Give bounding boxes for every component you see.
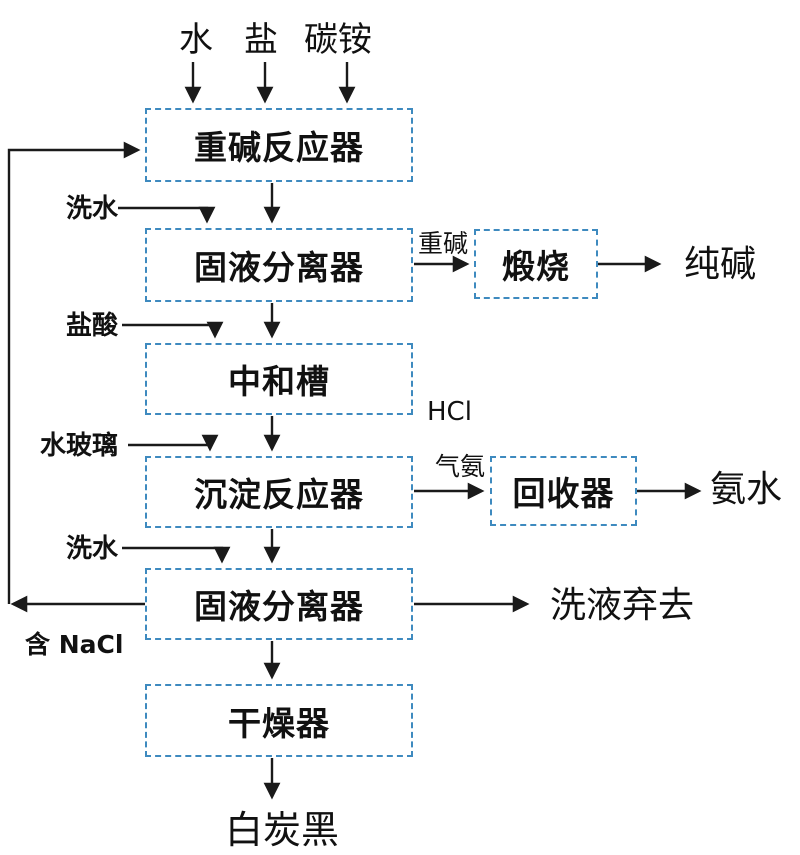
box-heavy-alkali-reactor-label: 重碱反应器 (194, 128, 364, 167)
label-water: 水 (179, 20, 213, 60)
label-hydrochloric-acid: 盐酸 (65, 311, 118, 341)
box-precipitation-reactor-label: 沉淀反应器 (194, 475, 364, 514)
box-calcination-label: 煅烧 (502, 247, 570, 286)
box-calcination: 煅烧 (474, 229, 598, 299)
label-ammonia-gas-stream: 气氨 (435, 452, 486, 481)
label-wash-water-2: 洗水 (65, 534, 118, 564)
output-soda-ash: 纯碱 (684, 244, 757, 285)
box-dryer: 干燥器 (145, 684, 413, 757)
output-ammonia-water: 氨水 (710, 469, 783, 510)
box-solid-liquid-separator-1-label: 固液分离器 (194, 248, 364, 287)
output-wash-discard: 洗液弃去 (550, 585, 695, 626)
label-contains-nacl: 含 NaCl (25, 630, 124, 659)
box-solid-liquid-separator-2: 固液分离器 (145, 568, 413, 640)
box-neutralization-tank: 中和槽 (145, 343, 413, 415)
box-solid-liquid-separator-1: 固液分离器 (145, 228, 413, 302)
label-water-glass: 水玻璃 (39, 431, 118, 461)
box-recovery: 回收器 (490, 456, 637, 526)
box-dryer-label: 干燥器 (228, 703, 330, 743)
box-recovery-label: 回收器 (512, 474, 615, 513)
output-silica: 白炭黑 (224, 808, 340, 852)
box-precipitation-reactor: 沉淀反应器 (145, 456, 413, 528)
label-salt: 盐 (244, 20, 278, 60)
label-wash-water-1: 洗水 (65, 194, 118, 224)
label-hcl-stream: HCl (427, 397, 472, 427)
label-heavy-alkali-stream: 重碱 (418, 229, 469, 258)
box-neutralization-tank-label: 中和槽 (228, 362, 330, 401)
box-solid-liquid-separator-2-label: 固液分离器 (194, 587, 364, 626)
label-ammonium-bicarbonate: 碳铵 (304, 20, 372, 60)
box-heavy-alkali-reactor: 重碱反应器 (145, 108, 413, 182)
